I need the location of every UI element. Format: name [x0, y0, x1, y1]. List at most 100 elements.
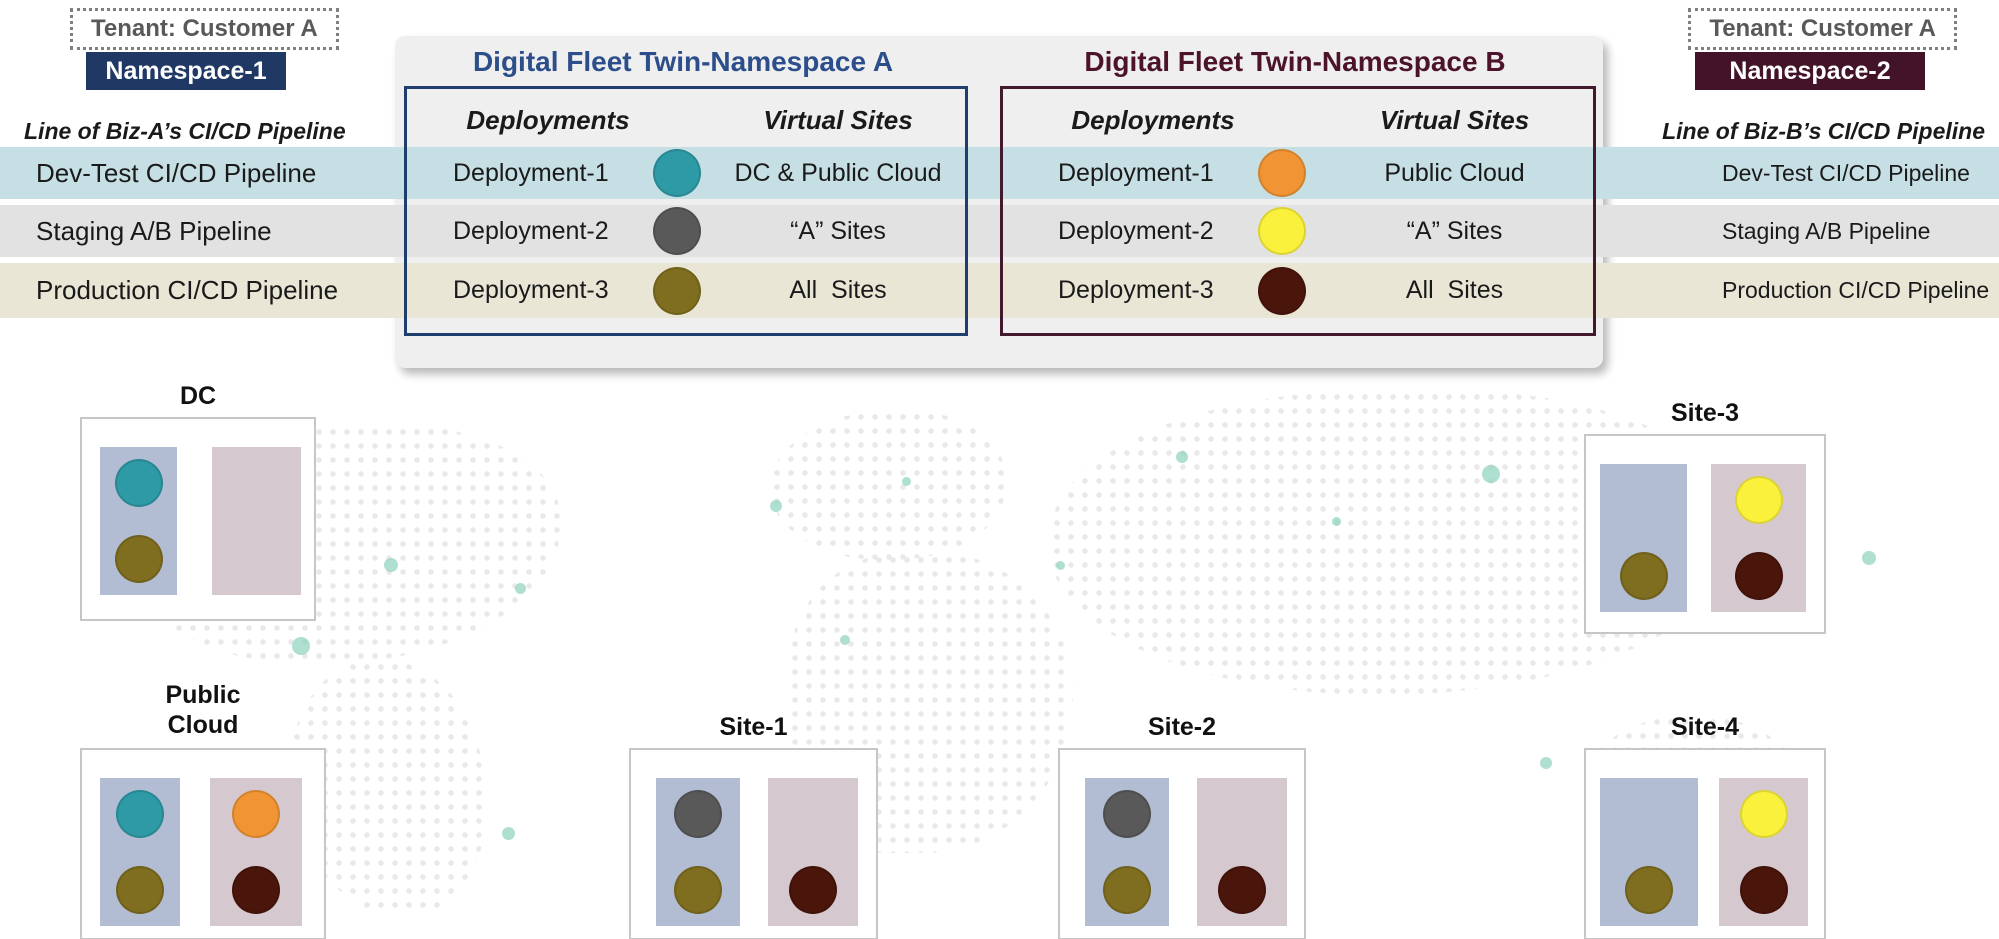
- namespace-b-deployments-panel: [1197, 778, 1287, 926]
- namespace-b-deployments-panel: [1711, 464, 1806, 612]
- virtual-sites-value: “A” Sites: [1406, 216, 1503, 245]
- namespace-b-deployments-panel: [212, 447, 301, 595]
- namespace-a-deployments-panel: [100, 447, 177, 595]
- deployment-dot: [1734, 476, 1783, 524]
- deployment-dot: [1625, 866, 1673, 914]
- map-dots-europe: [770, 410, 1005, 560]
- deployment-color-dot: [653, 149, 701, 197]
- production-pipeline-label-left: Production CI/CD Pipeline: [36, 275, 339, 305]
- site-label: Public Cloud: [165, 681, 241, 739]
- biz-a-pipeline-title: Line of Biz-A’s CI/CD Pipeline: [24, 118, 346, 144]
- map-accent-dot: [1332, 517, 1341, 526]
- namespace-a-deployments-panel: [1600, 778, 1698, 926]
- site-label: DC: [179, 382, 217, 410]
- map-accent-dot: [902, 477, 911, 486]
- namespace-a-deployment-row: Deployment-1 DC & Public Cloud: [407, 147, 965, 199]
- namespace-a-deployments-panel: [1600, 464, 1687, 612]
- map-accent-dot: [515, 583, 526, 594]
- deployment-color-dot: [653, 266, 701, 315]
- deployment-color-dot: [1258, 207, 1306, 255]
- production-pipeline-label-right: Production CI/CD Pipeline: [1722, 277, 1990, 303]
- deployment-name: Deployment-3: [1058, 276, 1214, 304]
- site-box-public-cloud: Public Cloud: [80, 681, 326, 939]
- namespace-b-deployments-panel: [1719, 778, 1808, 926]
- deployment-dot: [1739, 790, 1788, 838]
- deployment-dot: [1103, 790, 1151, 838]
- namespace-2-badge: Namespace-2: [1695, 52, 1925, 90]
- deployments-column-header: Deployments: [1071, 104, 1235, 135]
- map-accent-dot: [502, 827, 515, 840]
- site-box-site-1: Site-1: [629, 713, 878, 939]
- deployment-dot: [232, 790, 280, 838]
- biz-b-pipeline-title: Line of Biz-B’s CI/CD Pipeline: [1662, 118, 1985, 144]
- deployment-color-dot: [653, 207, 701, 255]
- namespace-a-deployment-row: Deployment-3 All Sites: [407, 263, 965, 318]
- namespace-a-box: Deployments Virtual Sites Deployment-1 D…: [404, 86, 968, 336]
- virtual-sites-column-header: Virtual Sites: [763, 104, 913, 135]
- deployment-name: Deployment-2: [453, 216, 609, 245]
- virtual-sites-value: Public Cloud: [1384, 158, 1525, 187]
- namespace-1-badge: Namespace-1: [86, 52, 286, 90]
- namespace-a-header: Deployments Virtual Sites: [407, 97, 965, 143]
- namespace-a-deployments-panel: [656, 778, 740, 926]
- deployment-dot: [114, 535, 163, 583]
- deployment-dot: [1734, 552, 1783, 600]
- site-label: Site-2: [1147, 713, 1217, 741]
- map-accent-dot: [1862, 551, 1876, 565]
- namespace-b-deployment-row: Deployment-3 All Sites: [1003, 263, 1593, 318]
- namespace-b-title: Digital Fleet Twin-Namespace B: [1084, 46, 1506, 77]
- namespace-a-deployments-panel: [100, 778, 180, 926]
- virtual-sites-value: All Sites: [789, 276, 887, 304]
- deployment-dot: [1103, 866, 1151, 914]
- site-box-site-2: Site-2: [1058, 713, 1306, 939]
- dev-test-pipeline-label-right: Dev-Test CI/CD Pipeline: [1722, 159, 1970, 186]
- dev-test-pipeline-label-left: Dev-Test CI/CD Pipeline: [36, 157, 317, 188]
- map-accent-dot: [1540, 757, 1552, 769]
- site-box-dc: DC: [80, 382, 316, 621]
- deployment-color-dot: [1258, 149, 1306, 197]
- staging-pipeline-label-right: Staging A/B Pipeline: [1722, 217, 1931, 244]
- map-accent-dot: [840, 635, 850, 645]
- virtual-sites-column-header: Virtual Sites: [1379, 104, 1530, 135]
- map-accent-dot: [1176, 451, 1188, 463]
- deployment-dot: [1739, 866, 1788, 914]
- production-pipeline-band: [0, 263, 1999, 318]
- deployment-dot: [232, 866, 280, 914]
- namespace-b-header: Deployments Virtual Sites: [1003, 97, 1593, 143]
- deployment-name: Deployment-2: [1058, 216, 1214, 245]
- map-accent-dot: [1482, 465, 1500, 483]
- map-accent-dot: [770, 500, 782, 512]
- namespace-b-deployment-row: Deployment-1 Public Cloud: [1003, 147, 1593, 199]
- map-accent-dot: [1056, 561, 1065, 570]
- deployment-dot: [674, 866, 722, 914]
- tenant-label-right: Tenant: Customer A: [1688, 8, 1957, 50]
- deployment-dot: [1218, 866, 1266, 914]
- deployment-dot: [789, 866, 837, 914]
- map-accent-dot: [384, 558, 398, 572]
- staging-pipeline-band: [0, 205, 1999, 257]
- namespace-a-title: Digital Fleet Twin-Namespace A: [472, 46, 894, 77]
- site-label: Site-1: [719, 713, 788, 741]
- deployment-name: Deployment-1: [453, 158, 609, 187]
- deployment-dot: [674, 790, 722, 838]
- deployment-dot: [1619, 552, 1668, 600]
- namespace-b-deployments-panel: [768, 778, 858, 926]
- staging-pipeline-label-left: Staging A/B Pipeline: [36, 215, 272, 246]
- virtual-sites-value: DC & Public Cloud: [734, 158, 942, 187]
- deployment-dot: [116, 866, 164, 914]
- site-box-site-3: Site-3: [1584, 399, 1826, 634]
- site-label: Site-3: [1670, 399, 1740, 427]
- virtual-sites-value: All Sites: [1405, 276, 1504, 304]
- deployment-dot: [114, 459, 163, 507]
- deployment-name: Deployment-3: [453, 276, 609, 304]
- deployments-column-header: Deployments: [466, 104, 630, 135]
- namespace-b-deployment-row: Deployment-2 “A” Sites: [1003, 205, 1593, 257]
- deployment-color-dot: [1258, 266, 1306, 315]
- namespace-b-box: Deployments Virtual Sites Deployment-1 P…: [1000, 86, 1596, 336]
- map-accent-dot: [292, 637, 310, 655]
- tenant-label-left: Tenant: Customer A: [70, 8, 339, 50]
- deployment-name: Deployment-1: [1058, 158, 1214, 187]
- namespace-a-deployment-row: Deployment-2 “A” Sites: [407, 205, 965, 257]
- deployment-dot: [116, 790, 164, 838]
